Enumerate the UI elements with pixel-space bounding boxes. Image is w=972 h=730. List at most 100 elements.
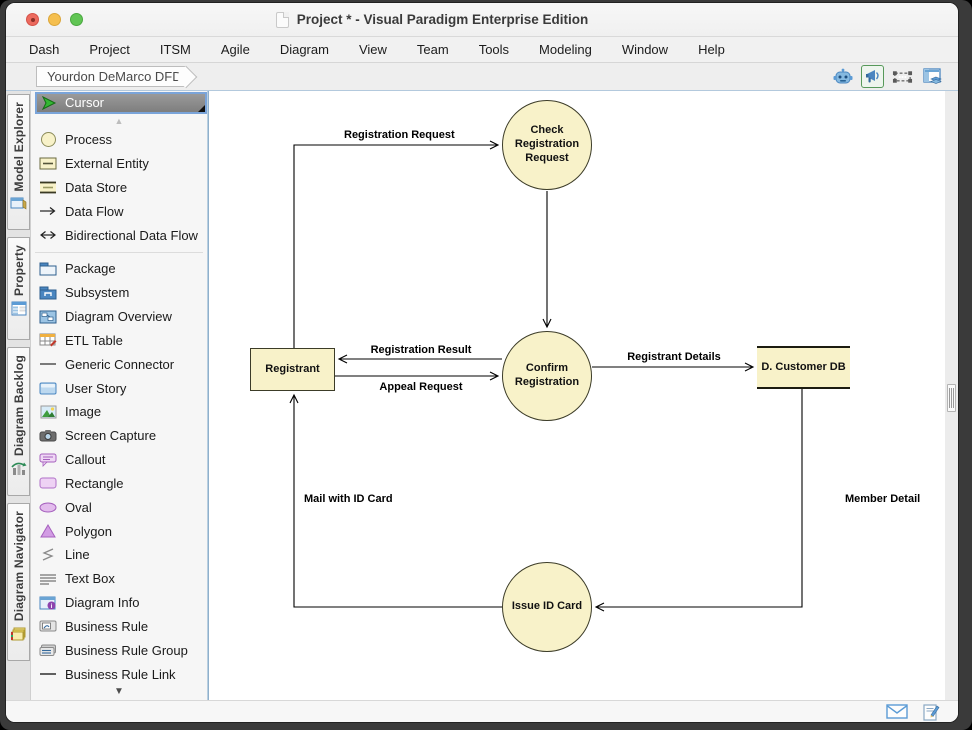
flow-mail-with-id-card[interactable] xyxy=(289,393,502,608)
tool-bidirectional-data-flow[interactable]: Bidirectional Data Flow xyxy=(31,223,207,247)
megaphone-icon xyxy=(865,70,879,83)
menu-window[interactable]: Window xyxy=(621,42,669,57)
status-bar xyxy=(6,700,958,722)
window-title: Project * - Visual Paradigm Enterprise E… xyxy=(296,12,589,27)
app-window: Project * - Visual Paradigm Enterprise E… xyxy=(6,3,958,722)
flow-label-registration-result[interactable]: Registration Result xyxy=(370,344,472,356)
subsystem-icon xyxy=(39,286,57,300)
menu-agile[interactable]: Agile xyxy=(220,42,250,57)
flow-label-member-detail[interactable]: Member Detail xyxy=(845,493,921,505)
menu-project[interactable]: Project xyxy=(89,42,130,57)
tool-business-rule-link[interactable]: Business Rule Link xyxy=(31,662,207,686)
tab-diagram-backlog[interactable]: Diagram Backlog xyxy=(7,347,30,496)
svg-text:i: i xyxy=(51,603,53,610)
menu-help[interactable]: Help xyxy=(698,42,725,57)
etl-table-icon xyxy=(39,333,57,347)
tool-image[interactable]: Image xyxy=(31,400,207,424)
zoom-button[interactable] xyxy=(70,13,83,26)
palette-scroll-down[interactable]: ▼ xyxy=(114,686,124,698)
tool-screen-capture[interactable]: Screen Capture xyxy=(31,424,207,448)
announcement-button[interactable] xyxy=(861,65,884,88)
mail-icon[interactable] xyxy=(886,704,908,719)
tool-text-box[interactable]: Text Box xyxy=(31,567,207,591)
business-rule-link-icon xyxy=(40,673,56,675)
tool-subsystem[interactable]: Subsystem xyxy=(31,281,207,305)
image-icon xyxy=(40,405,56,419)
menu-diagram[interactable]: Diagram xyxy=(279,42,329,57)
tool-process[interactable]: Process xyxy=(31,128,207,152)
menu-itsm[interactable]: ITSM xyxy=(159,42,191,57)
menu-tools[interactable]: Tools xyxy=(478,42,510,57)
tool-diagram-info[interactable]: i Diagram Info xyxy=(31,591,207,615)
flow-label-registrant-details[interactable]: Registrant Details xyxy=(627,351,721,363)
tool-cursor[interactable]: Cursor xyxy=(35,92,207,114)
flow-label-registration-request[interactable]: Registration Request xyxy=(344,129,455,141)
tool-cursor-label: Cursor xyxy=(65,95,105,111)
diagram-overview-icon xyxy=(39,310,57,324)
tool-polygon[interactable]: Polygon xyxy=(31,519,207,543)
menu-bar: Dash Project ITSM Agile Diagram View Tea… xyxy=(6,37,958,63)
diagram-canvas[interactable]: Check Registration Request Confirm Regis… xyxy=(208,91,945,700)
compose-note-icon[interactable] xyxy=(922,703,940,721)
right-panel-strip xyxy=(945,91,958,700)
polygon-icon xyxy=(40,524,56,538)
business-rule-group-icon xyxy=(39,644,56,656)
tool-generic-connector[interactable]: Generic Connector xyxy=(31,352,207,376)
user-story-icon xyxy=(39,382,57,395)
menu-view[interactable]: View xyxy=(358,42,387,57)
bidirectional-data-flow-icon xyxy=(40,231,56,240)
business-rule-icon xyxy=(39,620,57,632)
flow-member-detail[interactable] xyxy=(594,389,803,612)
tab-model-explorer[interactable]: Model Explorer xyxy=(7,94,30,230)
title-bar: Project * - Visual Paradigm Enterprise E… xyxy=(6,3,958,37)
close-button[interactable] xyxy=(26,13,39,26)
palette-scroll-up[interactable]: ▲ xyxy=(114,115,124,126)
panel-layout-button[interactable] xyxy=(921,65,944,88)
process-confirm-registration[interactable]: Confirm Registration xyxy=(502,331,592,421)
tab-property[interactable]: Property xyxy=(7,237,30,340)
document-icon xyxy=(275,11,289,28)
diagram-navigator-icon xyxy=(11,627,26,641)
fit-selection-button[interactable] xyxy=(891,65,914,88)
menu-modeling[interactable]: Modeling xyxy=(539,42,592,57)
flow-label-mail-with-id-card[interactable]: Mail with ID Card xyxy=(304,493,393,505)
flow-registration-request[interactable] xyxy=(293,140,500,348)
generic-connector-icon xyxy=(40,363,56,366)
text-box-icon xyxy=(40,574,56,585)
breadcrumb[interactable]: Yourdon DeMarco DFD xyxy=(36,66,186,87)
process-issue-id-card[interactable]: Issue ID Card xyxy=(502,562,592,652)
palette-separator xyxy=(35,252,203,254)
line-icon xyxy=(42,548,54,561)
process-check-registration-request[interactable]: Check Registration Request xyxy=(502,100,592,190)
tool-business-rule[interactable]: Business Rule xyxy=(31,614,207,638)
diagram-backlog-icon xyxy=(11,462,27,476)
flow-label-appeal-request[interactable]: Appeal Request xyxy=(379,381,463,393)
tool-line[interactable]: Line xyxy=(31,543,207,567)
external-entity-icon xyxy=(39,157,57,170)
external-entity-registrant[interactable]: Registrant xyxy=(250,348,335,391)
data-store-icon xyxy=(40,181,56,194)
tool-data-flow[interactable]: Data Flow xyxy=(31,199,207,223)
tool-external-entity[interactable]: External Entity xyxy=(31,152,207,176)
robot-icon xyxy=(833,68,852,83)
model-explorer-icon xyxy=(10,197,27,211)
tool-diagram-overview[interactable]: Diagram Overview xyxy=(31,305,207,329)
process-icon xyxy=(40,132,56,148)
tool-callout[interactable]: Callout xyxy=(31,448,207,472)
tool-etl-table[interactable]: ETL Table xyxy=(31,329,207,353)
menu-dash[interactable]: Dash xyxy=(29,42,60,57)
tool-package[interactable]: Package xyxy=(31,257,207,281)
tool-business-rule-group[interactable]: Business Rule Group xyxy=(31,638,207,662)
tool-data-store[interactable]: Data Store xyxy=(31,176,207,200)
minimize-button[interactable] xyxy=(48,13,61,26)
tool-oval[interactable]: Oval xyxy=(31,495,207,519)
menu-team[interactable]: Team xyxy=(416,42,449,57)
data-store-customer-db[interactable]: D. Customer DB xyxy=(757,346,850,389)
side-tab-strip: Model Explorer Property Diagram xyxy=(6,91,31,700)
tab-diagram-navigator[interactable]: Diagram Navigator xyxy=(7,503,30,661)
tool-rectangle[interactable]: Rectangle xyxy=(31,471,207,495)
panel-resize-grip[interactable] xyxy=(947,384,956,412)
tool-user-story[interactable]: User Story xyxy=(31,376,207,400)
robot-assistant-button[interactable] xyxy=(831,65,854,88)
